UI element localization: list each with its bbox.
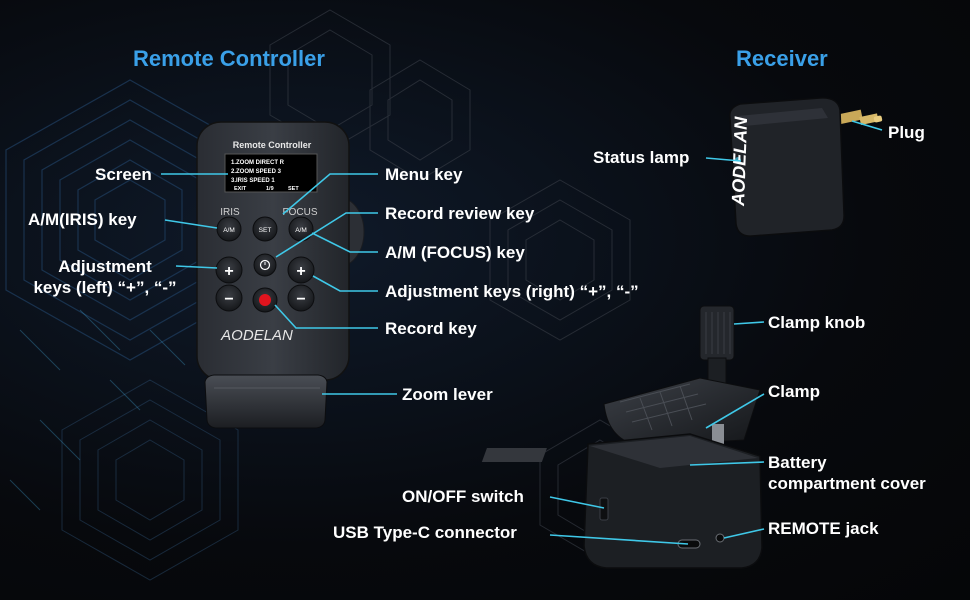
label-adjustment-left-line2: keys (left) “+”, “-” [33,278,177,297]
label-am-focus-key: A/M (FOCUS) key [385,243,525,262]
adjust-left-minus-key[interactable]: − [215,284,243,312]
review-icon [259,259,271,271]
label-adjustment-right: Adjustment keys (right) “+”, “-” [385,282,639,301]
iris-label: IRIS [220,207,240,218]
remote-brand-logo: AODELAN [220,327,293,344]
label-clamp: Clamp [768,382,820,401]
label-menu-key: Menu key [385,165,463,184]
remote-controller-title: Remote Controller [133,46,325,71]
screen-line-1: 1.ZOOM DIRECT R [231,160,285,166]
plus-right-label: + [296,263,305,280]
label-on-off-switch: ON/OFF switch [402,487,524,506]
am-iris-key-label: A/M [223,227,235,234]
label-adjustment-left: Adjustment keys (left) “+”, “-” [20,256,190,298]
screen-footer-left: EXIT [234,186,247,192]
label-am-iris-key: A/M(IRIS) key [28,210,137,229]
screen-footer-mid: 1/9 [266,186,274,192]
focus-label: FOCUS [283,207,318,218]
clamp-assembly [481,305,763,569]
am-focus-key-label: A/M [295,227,307,234]
label-battery-line1: Battery [768,453,827,472]
label-record-key: Record key [385,319,477,338]
record-review-key[interactable] [253,253,277,277]
minus-right-label: − [296,291,305,308]
am-iris-key[interactable]: A/M [216,216,242,242]
set-key-label: SET [259,227,272,234]
plug-body [837,109,863,125]
screen-header-text: Remote Controller [233,140,312,150]
battery-cover[interactable] [481,448,547,462]
label-battery-cover: Battery compartment cover [768,452,926,494]
on-off-switch[interactable] [599,497,609,521]
receiver-device: AODELAN [728,97,883,237]
leader-lines [161,120,883,545]
adjust-right-plus-key[interactable]: + [287,256,315,284]
label-screen: Screen [95,165,152,184]
screen-line-3: 3.IRIS SPEED 1 [231,178,275,184]
remote-jack-port[interactable] [715,533,725,543]
screen [224,153,318,193]
record-key[interactable] [252,287,278,313]
plus-left-label: + [224,263,233,280]
zoom-lever[interactable] [204,374,328,429]
adjust-right-minus-key[interactable]: − [287,284,315,312]
label-clamp-knob: Clamp knob [768,313,866,332]
label-remote-jack: REMOTE jack [768,519,879,538]
screen-line-2: 2.ZOOM SPEED 3 [231,169,282,175]
label-zoom-lever: Zoom lever [402,385,493,404]
menu-set-key[interactable]: SET [252,216,278,242]
screen-footer-right: SET [288,186,299,192]
minus-left-label: − [224,291,233,308]
adjust-left-plus-key[interactable]: + [215,256,243,284]
clamp-knob[interactable] [699,305,735,361]
label-status-lamp: Status lamp [593,148,690,167]
label-battery-line2: compartment cover [768,474,926,493]
receiver-title: Receiver [736,46,828,71]
label-usb-type-c: USB Type-C connector [333,523,517,542]
am-focus-key[interactable]: A/M [288,216,314,242]
label-record-review-key: Record review key [385,204,535,223]
label-adjustment-left-line1: Adjustment [58,257,152,276]
label-plug: Plug [888,123,925,142]
